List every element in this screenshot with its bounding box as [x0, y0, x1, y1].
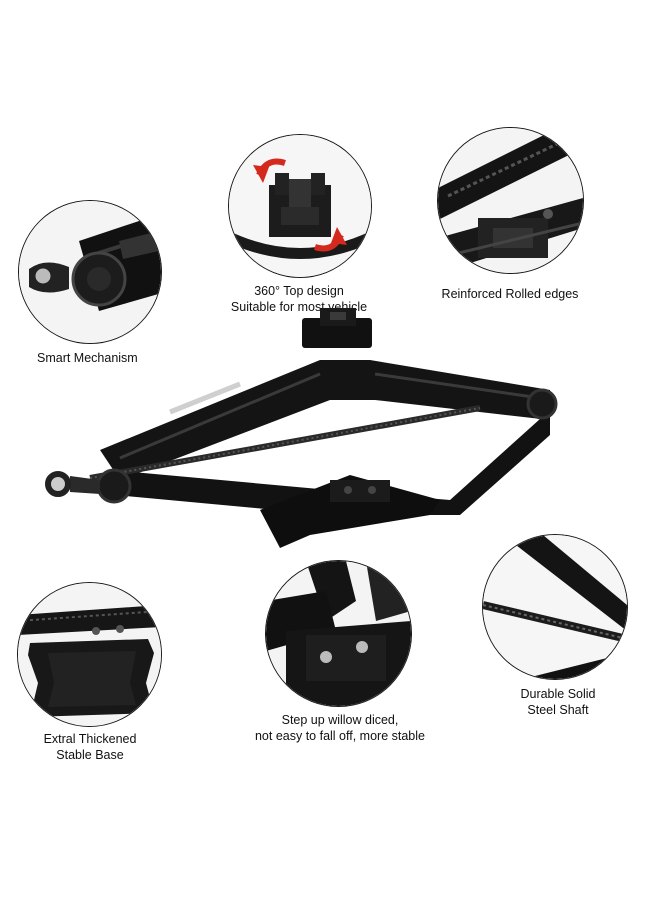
- detail-steel-shaft: [482, 534, 628, 680]
- detail-rolled-edges: [437, 127, 584, 274]
- caption-line: Extral Thickened: [43, 732, 137, 746]
- willow-diced-illustration: [266, 561, 411, 706]
- smart-mechanism-illustration: [19, 201, 161, 343]
- caption-line: Reinforced Rolled edges: [441, 287, 579, 301]
- caption-line: Smart Mechanism: [37, 351, 138, 365]
- caption-willow-diced: Step up willow diced, not easy to fall o…: [230, 712, 450, 744]
- caption-line: Durable Solid: [520, 687, 596, 701]
- caption-line: Step up willow diced,: [281, 713, 399, 727]
- rotate-arrow-icon: [253, 158, 347, 252]
- caption-line: Stable Base: [56, 748, 124, 762]
- thickened-base-illustration: [18, 583, 161, 726]
- caption-thickened-base: Extral Thickened Stable Base: [20, 731, 160, 763]
- detail-smart-mechanism: [18, 200, 162, 344]
- detail-top-design: [228, 134, 372, 278]
- rolled-edges-illustration: [438, 128, 583, 273]
- caption-line: not easy to fall off, more stable: [254, 729, 425, 743]
- caption-line: Steel Shaft: [527, 703, 589, 717]
- detail-thickened-base: [17, 582, 162, 727]
- caption-rolled-edges: Reinforced Rolled edges: [430, 286, 590, 302]
- steel-shaft-illustration: [483, 535, 627, 679]
- caption-steel-shaft: Durable Solid Steel Shaft: [490, 686, 626, 718]
- caption-line: 360° Top design: [254, 284, 344, 298]
- top-design-illustration: [229, 135, 371, 277]
- caption-smart-mechanism: Smart Mechanism: [37, 350, 138, 366]
- detail-willow-diced: [265, 560, 412, 707]
- scissor-jack-product: [45, 308, 558, 548]
